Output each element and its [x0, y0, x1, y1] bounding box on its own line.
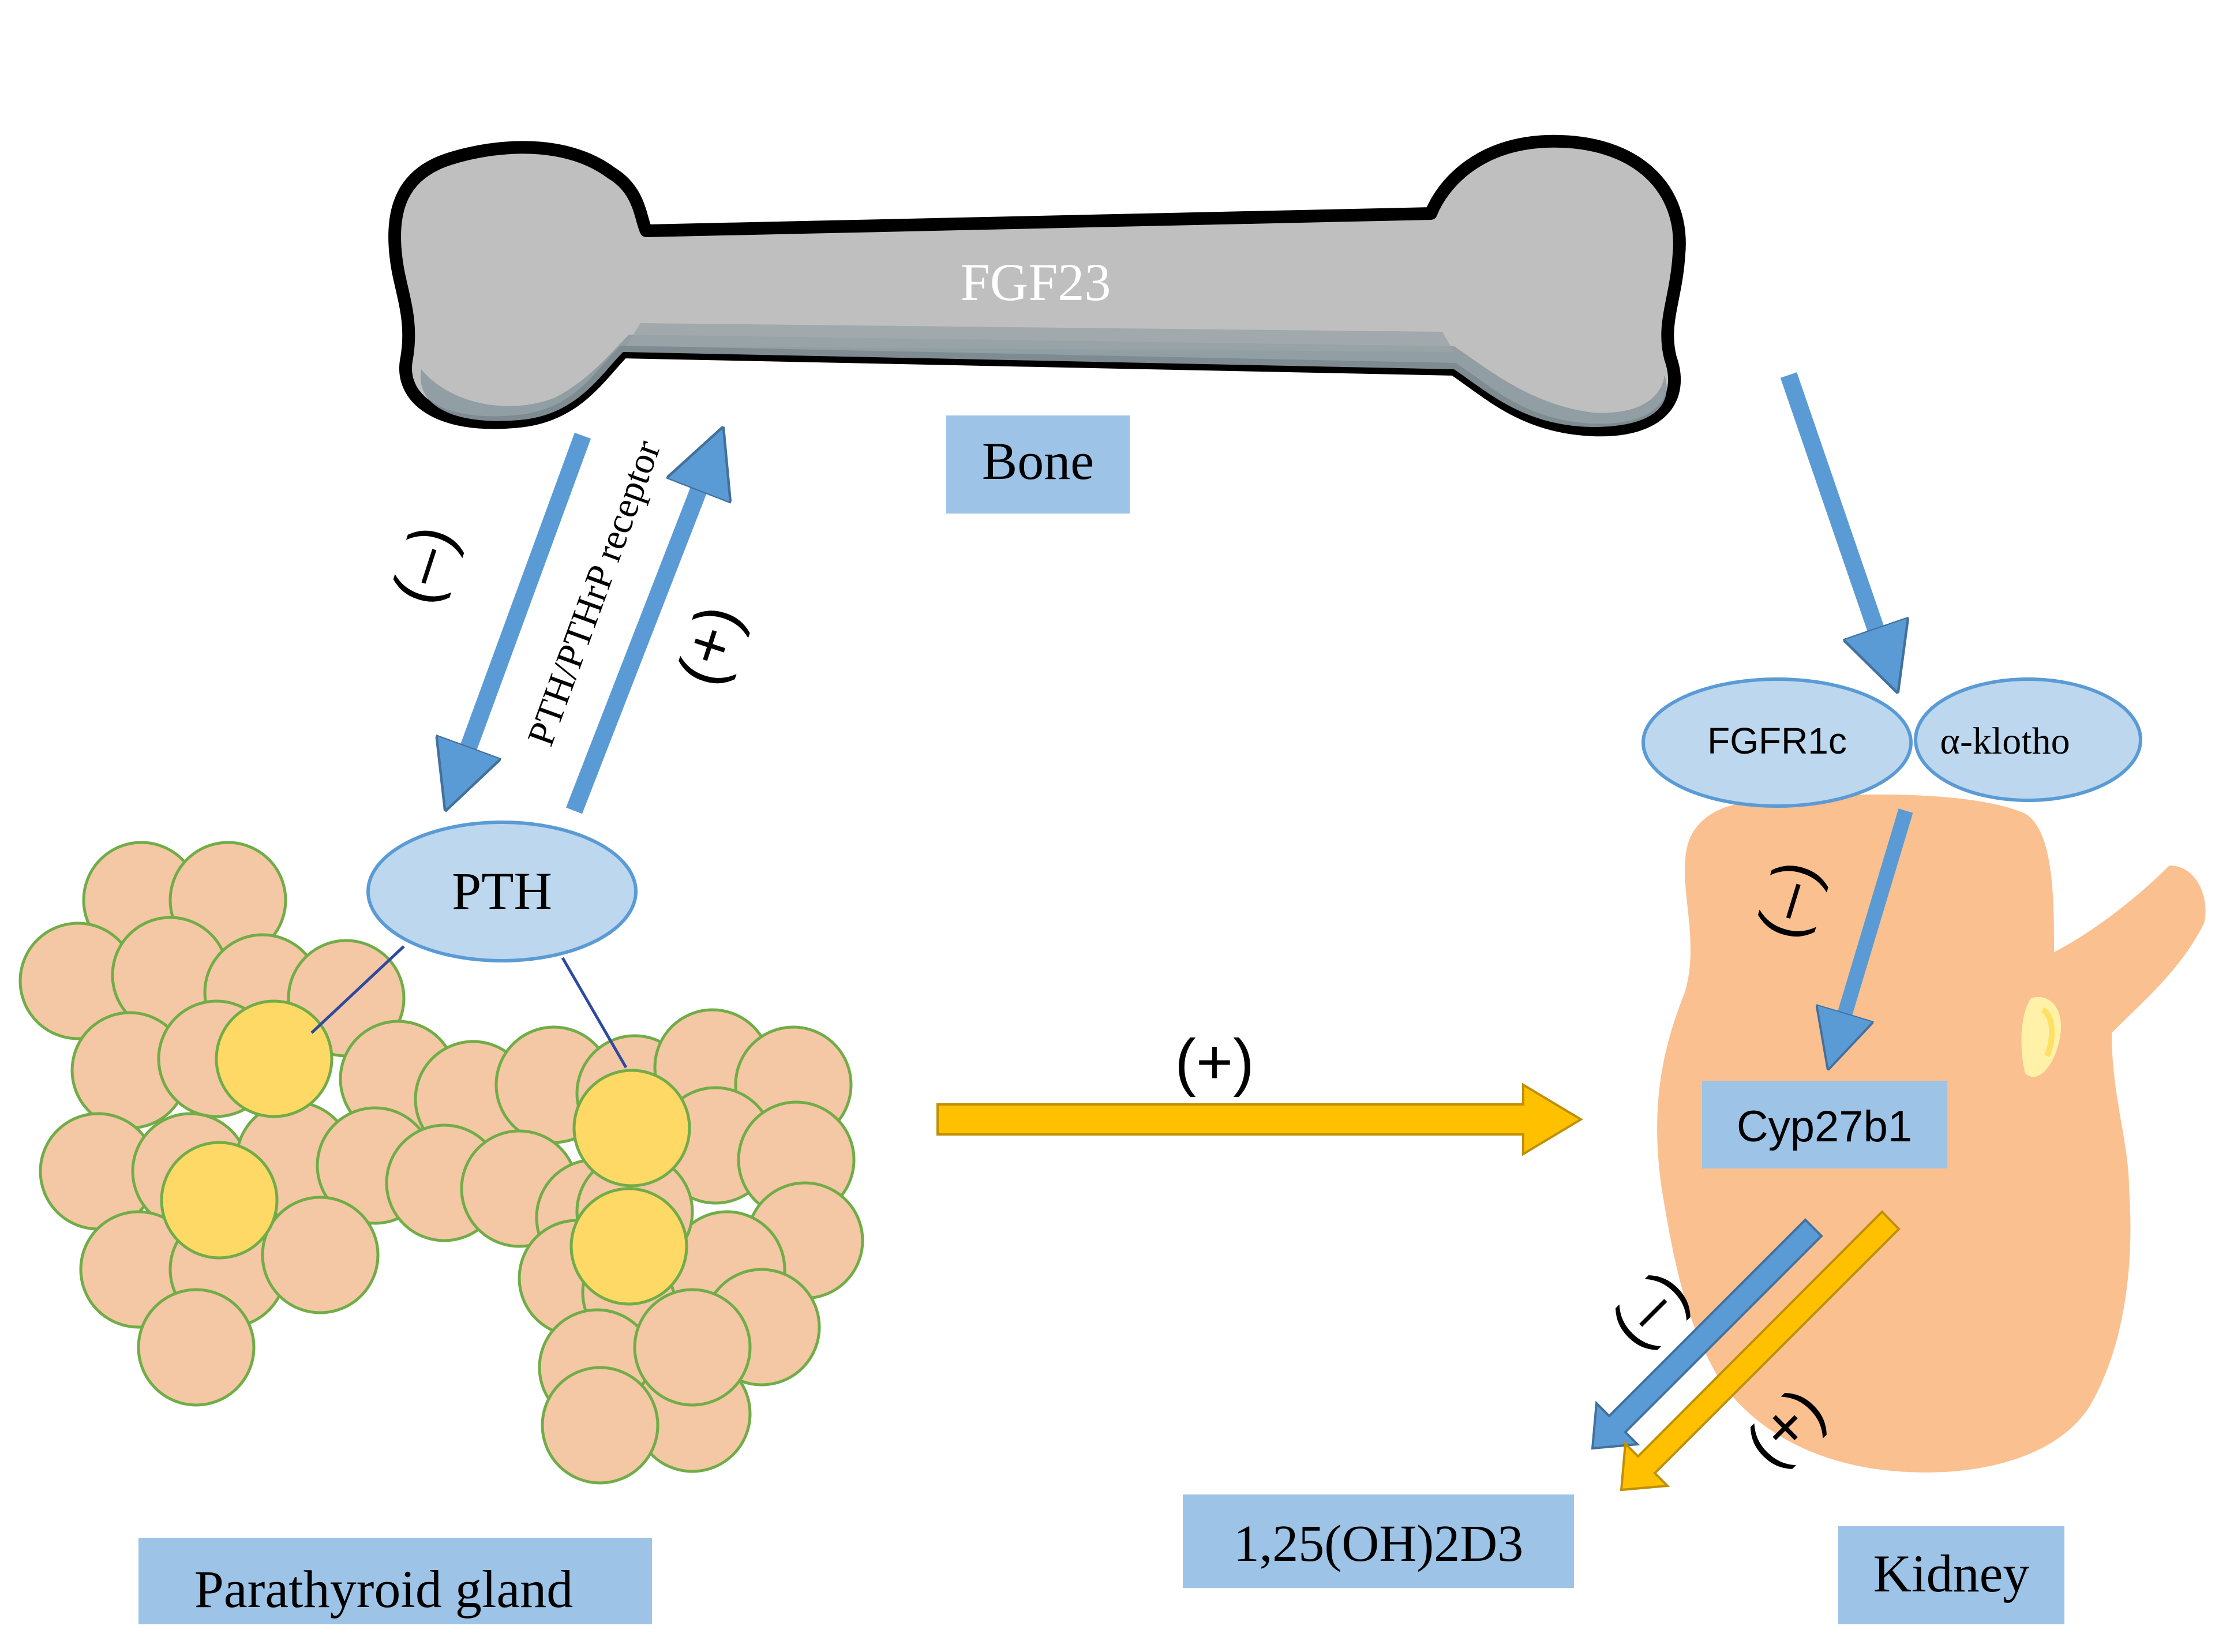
vitamin-d3-label: 1,25(OH)2D3 — [1234, 1515, 1523, 1572]
pth-connector-right — [561, 957, 628, 1069]
gland-cell — [261, 1196, 380, 1314]
parathyroid-label-box — [138, 1538, 652, 1624]
kidney-label: Kidney — [1873, 1544, 2030, 1603]
sign-pth-to-bone: (+) — [664, 597, 755, 694]
receptor-label: PTH/PTHrP receptor — [519, 435, 669, 751]
arrow-klotho-to-cyp — [1837, 808, 1913, 1042]
arrow-cyp-to-d3-blue — [1591, 1218, 1823, 1450]
bone-label-box — [946, 415, 1130, 514]
pth-label: PTH — [452, 861, 552, 920]
parathyroid-label: Parathyroid gland — [194, 1560, 574, 1619]
fgfr1c-label: FGFR1c — [1707, 720, 1847, 762]
arrow-pth-to-bone — [566, 459, 711, 814]
cyp27b1-box — [1702, 1081, 1947, 1168]
gland-cell — [633, 1288, 752, 1407]
pth-ellipse — [366, 821, 638, 962]
vitamin-d3-box — [1183, 1494, 1574, 1588]
fgfr1c-ellipse — [1641, 677, 1913, 808]
gland-chief-cell — [215, 999, 333, 1118]
arrow-bone-to-kidney — [1780, 372, 1887, 661]
sign-pth-to-kidney: (+) — [1175, 1027, 1254, 1097]
gland-cell — [137, 1288, 256, 1407]
pth-connector-left — [310, 945, 405, 1034]
arrow-cyp-to-d3-yellow — [1620, 1210, 1901, 1492]
gland-chief-cell — [572, 1069, 691, 1188]
fgf23-label: FGF23 — [961, 253, 1111, 312]
alpha-klotho-ellipse — [1914, 677, 2142, 802]
arrow-pth-to-kidney — [936, 1082, 1583, 1156]
bone-shape — [388, 134, 1686, 437]
cyp27b1-label: Cyp27b1 — [1737, 1102, 1912, 1151]
kidney-label-box — [1838, 1526, 2064, 1624]
bone-label: Bone — [982, 432, 1094, 490]
gland-chief-cell — [569, 1187, 688, 1306]
gland-chief-cell — [160, 1141, 279, 1260]
alpha-klotho-label: α-klotho — [1940, 720, 2070, 762]
sign-bone-to-pth: (–) — [378, 516, 470, 612]
gland-cell — [541, 1366, 659, 1485]
arrow-bone-to-pth — [457, 432, 591, 779]
